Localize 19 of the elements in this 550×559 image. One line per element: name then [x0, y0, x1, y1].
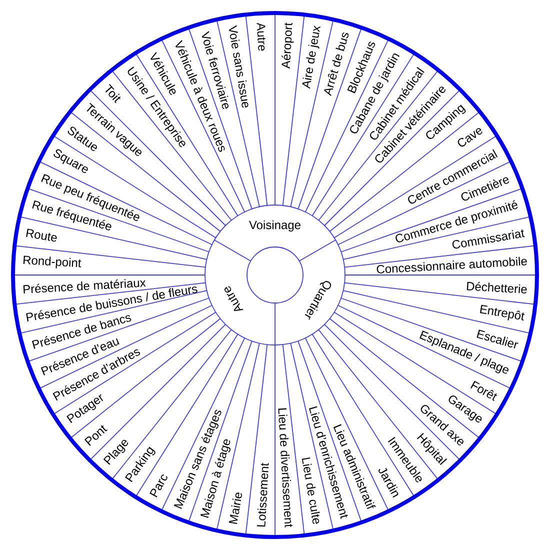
segment-label: Entrepôt	[480, 304, 525, 320]
segment-label: Route	[26, 228, 57, 242]
segment-label: Lotissement	[256, 462, 269, 527]
segment-label: Présence de matériaux	[23, 279, 146, 294]
segment-label: Mairie	[228, 492, 242, 524]
segment-label: Aire de jeux	[302, 26, 320, 89]
segment-label: Escalier	[476, 330, 518, 349]
segment-label: Autre	[256, 22, 266, 51]
segment-label: Lieu de divertissement	[278, 408, 293, 528]
segment-label: Rond-point	[23, 256, 82, 268]
sector-label: Voisinage	[249, 220, 300, 232]
segment-label: Toit	[105, 84, 121, 104]
segment-label: Déchetterie	[466, 282, 527, 294]
segment-label: Concessionnaire automobile	[376, 256, 527, 274]
hub-circle	[246, 246, 304, 304]
segment-label: Aéroport	[282, 22, 294, 69]
segment-label: Voie sans issue	[229, 25, 248, 108]
segment-label: Arrêt de bus	[324, 32, 349, 96]
segment-label: Commissariat	[452, 229, 525, 249]
